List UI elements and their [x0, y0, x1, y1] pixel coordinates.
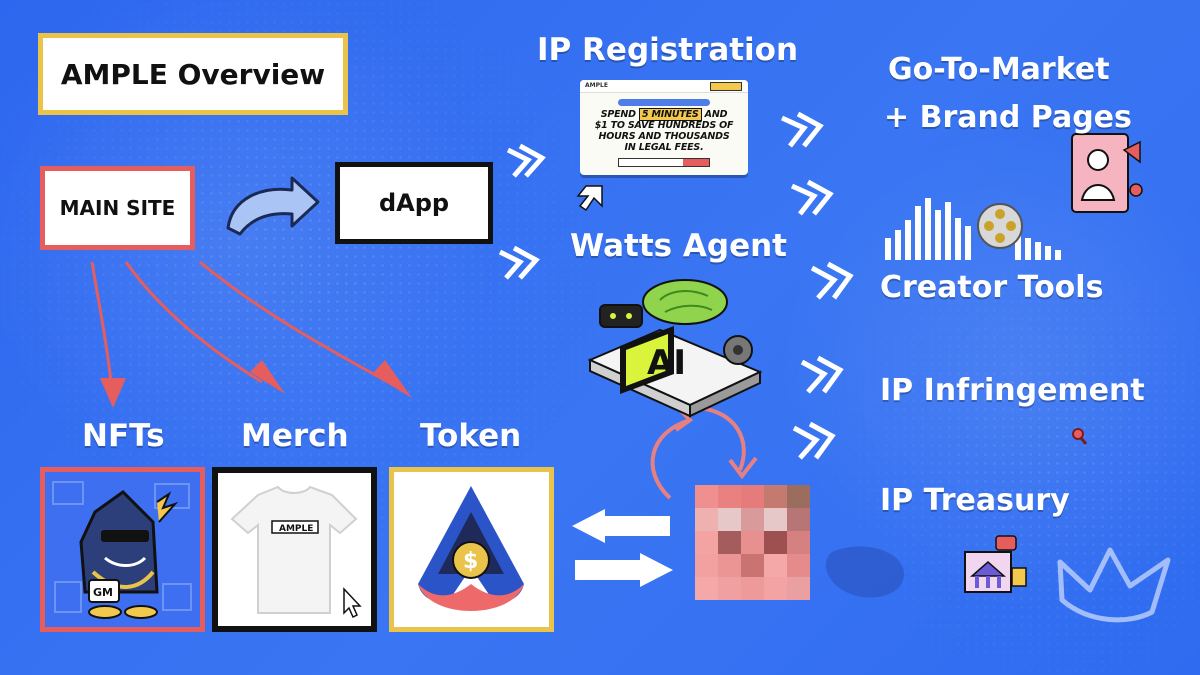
nft-character-icon: GM: [45, 472, 200, 627]
cursor-icon: [576, 185, 603, 212]
preview-topbar: AMPLE: [580, 80, 748, 93]
dapp-node: dApp: [335, 162, 493, 244]
nft-card: GM: [40, 467, 205, 632]
shirt-logo: AMPLE: [279, 524, 313, 534]
headline-highlight: 5 MINUTES: [638, 108, 702, 121]
chevrons-to-creator-tools: [810, 261, 854, 300]
equalizer-icon: [885, 198, 1061, 260]
film-reel-icon: [977, 203, 1023, 249]
red-arrow-to-token: [199, 260, 412, 398]
chevrons-dapp-to-registration: [506, 143, 546, 178]
watts-agent-label: Watts Agent: [570, 228, 787, 264]
preview-logo: AMPLE: [585, 82, 608, 89]
headline-line2: $1 TO SAVE HUNDREDS OF: [594, 120, 734, 131]
exchange-arrow-left: [572, 509, 670, 543]
red-arrow-to-nfts: [90, 261, 126, 408]
headline-line4: IN LEGAL FEES.: [624, 142, 704, 153]
merch-card: AMPLE: [212, 467, 377, 632]
exchange-arrow-right: [575, 553, 673, 587]
headline-line3: HOURS AND THOUSANDS: [598, 131, 730, 142]
preview-input: [618, 158, 710, 167]
preview-pill: [618, 99, 710, 106]
nft-gm-badge: GM: [93, 586, 113, 599]
headline-part1: SPEND: [600, 109, 636, 120]
page-title: AMPLE Overview: [38, 33, 348, 115]
chevrons-dapp-to-agent: [498, 245, 540, 280]
pixelated-avatar-icon: [695, 485, 810, 600]
nfts-label: NFTs: [82, 418, 165, 454]
token-coin-symbol: $: [463, 549, 478, 574]
main-site-node: MAIN SITE: [40, 166, 195, 250]
brand-pages-icon: [1071, 133, 1143, 213]
chevrons-to-go-to-market: [780, 111, 824, 148]
chevrons-to-creator-tools-upper: [790, 179, 834, 216]
red-arrow-to-merch: [124, 261, 285, 394]
magnifier-icon: [1072, 428, 1088, 445]
ip-registration-preview: AMPLE SPEND 5 MINUTES AND $1 TO SAVE HUN…: [580, 80, 748, 175]
crown-doodle-icon: [1057, 547, 1171, 623]
ip-infringement-label: IP Infringement: [880, 373, 1145, 408]
ip-treasury-label: IP Treasury: [880, 483, 1070, 518]
scribble-doodle-icon: [825, 546, 905, 598]
token-card: $: [389, 467, 554, 632]
tshirt-icon: AMPLE: [218, 473, 371, 626]
token-label: Token: [420, 418, 522, 454]
creator-tools-label: Creator Tools: [880, 270, 1104, 305]
curved-arrow-icon: [226, 176, 320, 236]
agent-ai-badge: AI: [647, 343, 686, 383]
token-logo-icon: $: [394, 472, 549, 627]
treasury-icon: [964, 535, 1027, 593]
merch-label: Merch: [241, 418, 349, 454]
chevrons-to-ip-infringement: [800, 355, 844, 394]
headline-part2: AND: [704, 109, 728, 120]
cycle-arrows-icon: [650, 406, 758, 500]
brand-pages-label: + Brand Pages: [884, 100, 1132, 135]
go-to-market-label: Go-To-Market: [888, 52, 1110, 87]
chevrons-to-ip-treasury: [792, 421, 836, 460]
ip-registration-label: IP Registration: [537, 32, 799, 68]
watts-agent-illustration: [587, 279, 763, 418]
preview-headline: SPEND 5 MINUTES AND $1 TO SAVE HUNDREDS …: [580, 108, 748, 153]
preview-button: [710, 82, 742, 91]
